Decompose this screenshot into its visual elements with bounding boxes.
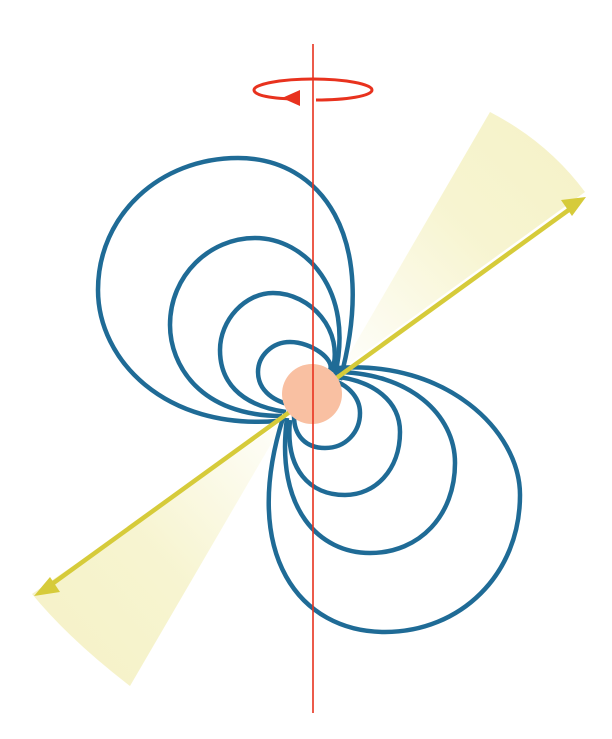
- upper-beam-cone: [340, 112, 585, 370]
- field-line-lower-1: [266, 365, 523, 635]
- field-line-upper-4: [255, 339, 333, 408]
- magnetic-axis-arrowhead-lower: [34, 577, 60, 596]
- field-line-upper-1: [95, 155, 355, 425]
- rotation-arrowhead-icon: [282, 90, 300, 106]
- field-line-lower-3: [287, 373, 403, 498]
- field-lines-upper-left: [95, 155, 355, 425]
- magnetic-axis-arrowhead-upper: [561, 197, 586, 216]
- field-line-lower-2: [282, 369, 458, 556]
- field-line-lower-4: [291, 377, 363, 451]
- field-line-upper-2: [167, 235, 342, 419]
- lower-beam-cone: [32, 420, 285, 686]
- rotation-ellipse: [252, 77, 374, 102]
- field-line-upper-3: [217, 290, 337, 415]
- rotation-indicator: [252, 77, 374, 106]
- neutron-star: [282, 364, 342, 424]
- field-lines-lower-right: [266, 365, 523, 635]
